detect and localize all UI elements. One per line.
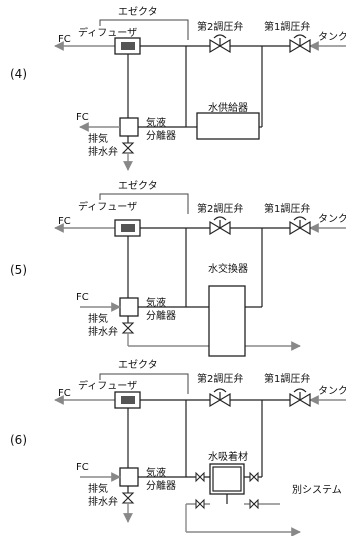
panel-6: (6) エゼクタ ディフューザ FC 第2調圧弁 第1調圧弁 タンク FC 気液…: [10, 359, 346, 536]
ejector-bracket: [99, 193, 189, 214]
diffuser-label: ディフューザ: [78, 379, 137, 392]
ejector-label: エゼクタ: [118, 180, 158, 192]
diffuser-label: ディフューザ: [78, 200, 137, 213]
drain-label-1: 排気: [88, 312, 108, 325]
fc-side-label: FC: [76, 292, 89, 303]
pressure-regulator-2: [209, 34, 231, 54]
drain-valve: [121, 322, 135, 334]
tank-label: タンク: [318, 385, 346, 397]
valve1-label: 第1調圧弁: [264, 202, 310, 215]
other-system-valve-b: [249, 498, 259, 510]
panel-label: (5): [10, 263, 27, 277]
other-system-valve-a: [195, 498, 205, 510]
valve2-label: 第2調圧弁: [197, 20, 243, 33]
separator-label-2: 分離器: [146, 479, 176, 492]
equipment-box: [209, 463, 245, 495]
separator-label-1: 気液: [146, 296, 166, 309]
panel-4: (4) エゼクタ ディフューザ FC 第2調圧弁 第1調圧弁 タンク: [10, 6, 346, 171]
ejector-bracket: [99, 19, 189, 40]
fc-top-label: FC: [58, 216, 71, 227]
equipment-box: [196, 112, 260, 140]
adsorber-outlet-valve: [249, 471, 259, 483]
separator-label-2: 分離器: [146, 309, 176, 322]
pressure-regulator-2: [209, 388, 231, 408]
other-system-label: 別システム: [292, 484, 342, 496]
ejector-nozzle: [121, 42, 135, 50]
tank-label: タンク: [318, 213, 346, 225]
panel-5: (5) エゼクタ ディフューザ FC 第2調圧弁 第1調圧弁 タンク FC 気液…: [10, 180, 346, 357]
pressure-regulator-1: [289, 216, 311, 236]
fc-side-label: FC: [76, 112, 89, 123]
tank-label: タンク: [318, 31, 346, 43]
pressure-regulator-1: [289, 388, 311, 408]
adsorber-inlet-valve: [195, 471, 205, 483]
equipment-box: [208, 285, 246, 357]
valve1-label: 第1調圧弁: [264, 20, 310, 33]
fc-top-label: FC: [58, 388, 71, 399]
drain-label-2: 排水弁: [88, 325, 118, 338]
drain-label-1: 排気: [88, 132, 108, 145]
separator-label-2: 分離器: [146, 129, 176, 142]
ejector-nozzle: [121, 396, 135, 404]
drain-label-2: 排水弁: [88, 145, 118, 158]
drain-valve: [121, 142, 135, 154]
panel-label: (4): [10, 67, 27, 81]
equipment-label: 水交換器: [208, 262, 248, 275]
gas-liquid-separator: [119, 467, 139, 487]
separator-label-1: 気液: [146, 466, 166, 479]
separator-label-1: 気液: [146, 116, 166, 129]
drain-valve: [121, 492, 135, 504]
pressure-regulator-1: [289, 34, 311, 54]
ejector-nozzle: [121, 224, 135, 232]
ejector-bracket: [99, 373, 189, 394]
diffuser-label: ディフューザ: [78, 26, 137, 39]
panel-label: (6): [10, 433, 27, 447]
gas-liquid-separator: [119, 297, 139, 317]
valve2-label: 第2調圧弁: [197, 372, 243, 385]
adsorber-core: [212, 466, 242, 492]
drain-label-1: 排気: [88, 482, 108, 495]
fc-top-label: FC: [58, 34, 71, 45]
fc-side-label: FC: [76, 462, 89, 473]
gas-liquid-separator: [119, 117, 139, 137]
ejector-label: エゼクタ: [118, 359, 158, 371]
ejector-label: エゼクタ: [118, 6, 158, 18]
valve1-label: 第1調圧弁: [264, 372, 310, 385]
equipment-label: 水吸着材: [208, 450, 248, 463]
drain-label-2: 排水弁: [88, 495, 118, 508]
equipment-label: 水供給器: [208, 101, 248, 114]
valve2-label: 第2調圧弁: [197, 202, 243, 215]
pressure-regulator-2: [209, 216, 231, 236]
